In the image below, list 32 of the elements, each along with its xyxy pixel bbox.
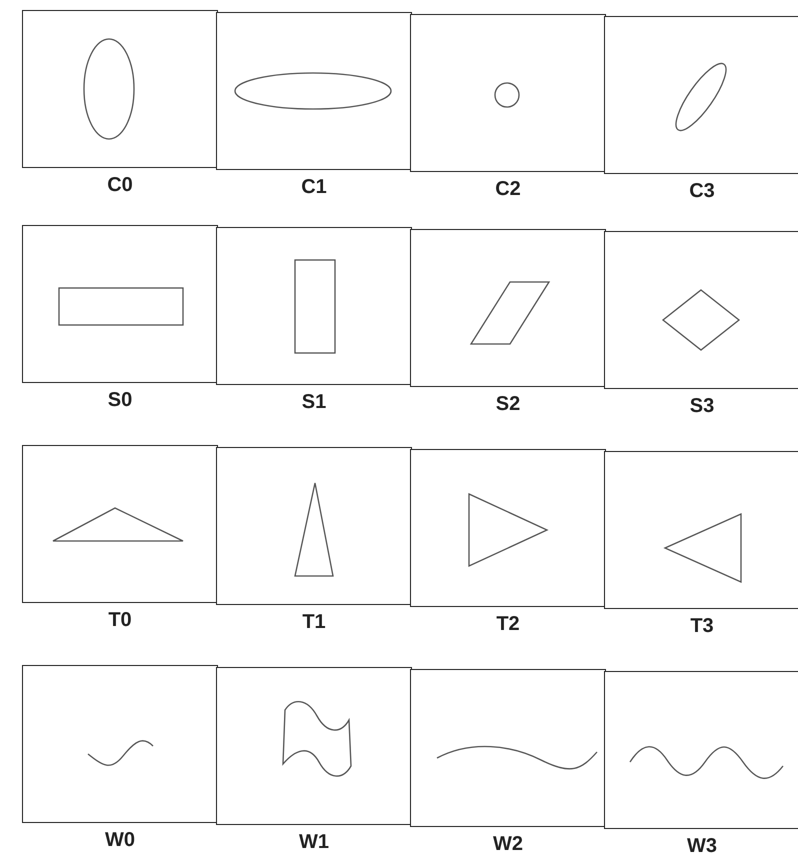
panel-label: T3 bbox=[689, 615, 715, 638]
panel-label: C1 bbox=[300, 176, 328, 199]
wave-line bbox=[436, 746, 598, 770]
rectangle-outline bbox=[58, 287, 184, 326]
panel-label: S0 bbox=[106, 389, 134, 412]
ellipse-outline bbox=[234, 72, 392, 110]
triangle-outline bbox=[52, 507, 184, 542]
wave-line bbox=[282, 701, 352, 777]
ellipse-outline bbox=[675, 62, 727, 132]
panel-label: S1 bbox=[300, 391, 328, 414]
panel-label: S2 bbox=[494, 393, 522, 416]
panel-label: W1 bbox=[298, 831, 330, 854]
panel-label: C0 bbox=[106, 174, 134, 197]
wave-line bbox=[88, 740, 154, 766]
panel-label: S3 bbox=[688, 395, 716, 418]
panel-label: C2 bbox=[494, 178, 522, 201]
ellipse-outline bbox=[83, 38, 135, 140]
parallelogram-outline bbox=[470, 281, 550, 345]
panel-label: C3 bbox=[688, 180, 716, 203]
rectangle-outline bbox=[294, 259, 336, 354]
panel-label: W3 bbox=[686, 835, 718, 858]
panel-label: W0 bbox=[104, 829, 136, 852]
triangle-outline bbox=[294, 482, 334, 577]
triangle-outline bbox=[663, 513, 742, 583]
panel-label: W2 bbox=[492, 833, 524, 856]
wave-line bbox=[629, 746, 784, 779]
panel-label: T0 bbox=[107, 609, 133, 632]
triangle-outline bbox=[468, 492, 549, 568]
diamond-outline bbox=[662, 289, 740, 351]
panel-label: T1 bbox=[301, 611, 327, 634]
panel-label: T2 bbox=[495, 613, 521, 636]
circle-outline bbox=[494, 82, 520, 108]
